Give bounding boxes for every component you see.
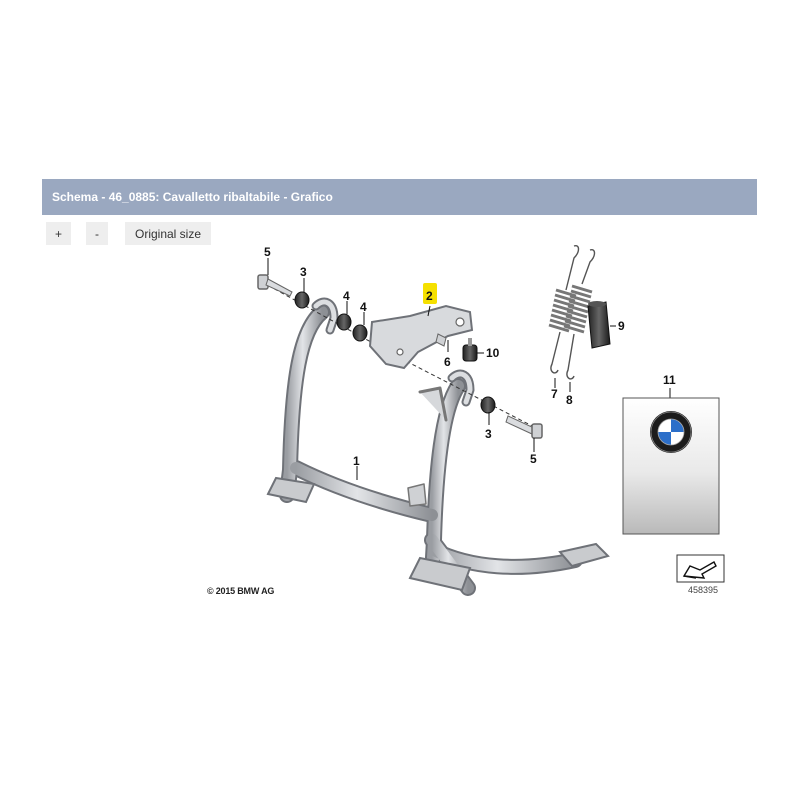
left-foot: [266, 476, 316, 504]
header-title: Schema - 46_0885: Cavalletto ribaltabile…: [52, 190, 333, 204]
callout-labels: 1 2 3 3 4 4 5 5 6 7 8 9 10 11: [264, 245, 676, 468]
zoom-out-button[interactable]: -: [86, 222, 108, 245]
copyright-text: © 2015 BMW AG: [207, 586, 275, 596]
buffer-10: [462, 338, 478, 362]
diagram-header: Schema - 46_0885: Cavalletto ribaltabile…: [42, 179, 757, 215]
spring-7: [548, 245, 580, 374]
callout-5-bottom: 5: [530, 452, 537, 466]
bracket-part: [368, 304, 474, 370]
callout-5-top: 5: [264, 245, 271, 259]
image-number: 458395: [688, 585, 719, 595]
sleeve-9: [587, 301, 611, 349]
bmw-logo-card: [622, 397, 720, 535]
parts-diagram: 1 2 3 3 4 4 5 5 6 7 8 9 10 11: [257, 245, 725, 596]
screw-6: [435, 333, 447, 347]
callout-2: 2: [426, 289, 433, 303]
callout-7: 7: [551, 387, 558, 401]
view-arrow-icon: [676, 554, 725, 583]
bushing-4-b: [352, 324, 368, 342]
callout-4-a: 4: [343, 289, 350, 303]
callout-3-top: 3: [300, 265, 307, 279]
callout-3-bottom: 3: [485, 427, 492, 441]
callout-9: 9: [618, 319, 625, 333]
original-size-button[interactable]: Original size: [125, 222, 211, 245]
bolt-5-top: [257, 274, 293, 297]
bushing-3-bottom: [480, 396, 496, 414]
callout-4-b: 4: [360, 300, 367, 314]
bushing-4-a: [336, 313, 352, 331]
callout-leader-lines: [267, 258, 671, 480]
spring-8: [563, 249, 596, 380]
callout-6: 6: [444, 355, 451, 369]
callout-10: 10: [486, 346, 500, 360]
assembly-axis-lines: [261, 281, 541, 431]
bmw-logo-icon: [650, 411, 692, 453]
callout-2-highlight: [423, 283, 437, 304]
callout-11: 11: [663, 373, 676, 387]
callout-1: 1: [353, 454, 360, 468]
zoom-in-button[interactable]: +: [46, 222, 71, 245]
foot-pedal: [558, 542, 610, 568]
bushing-3-top: [294, 291, 310, 309]
callout-8: 8: [566, 393, 573, 407]
bolt-5-bottom: [505, 415, 543, 439]
right-foot: [408, 556, 472, 592]
